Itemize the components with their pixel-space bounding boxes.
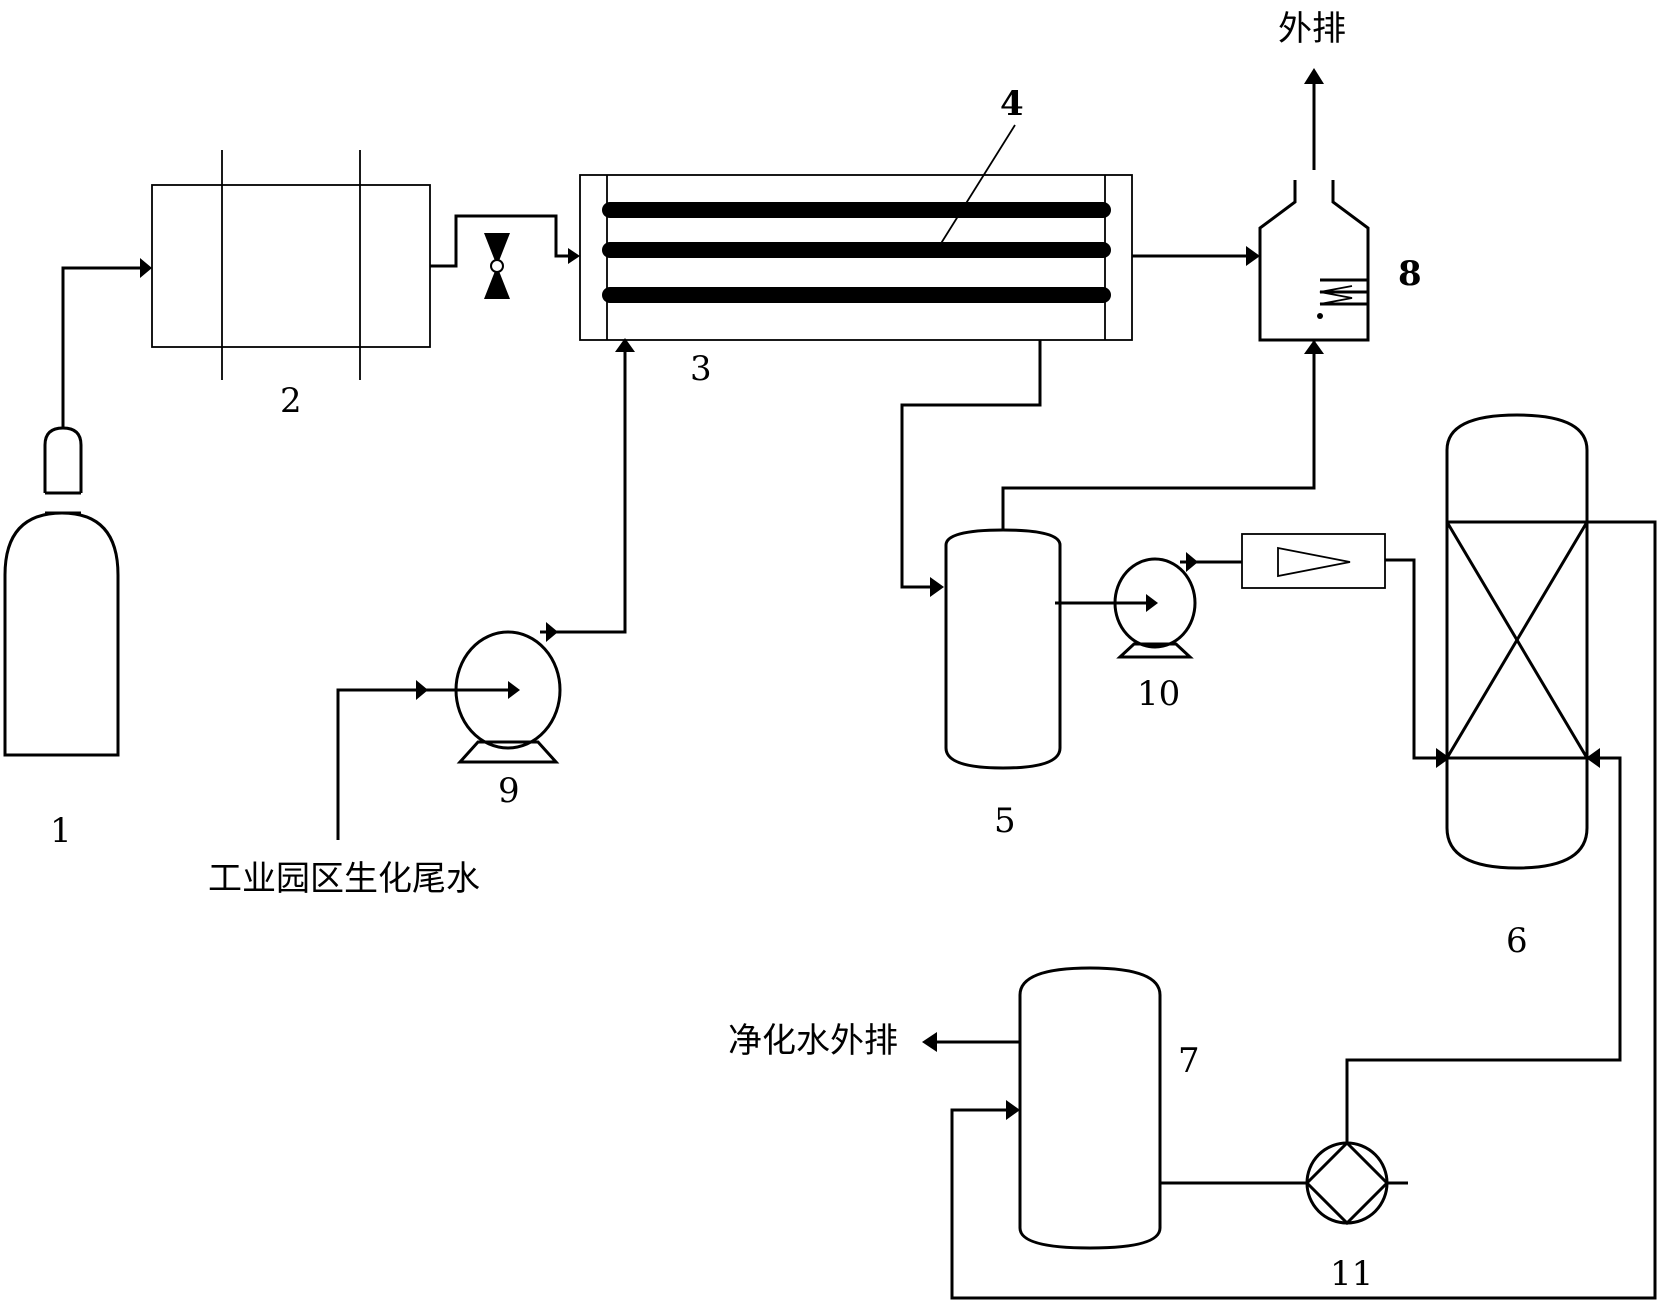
label-1: 1 [50, 811, 72, 851]
pipe-reactor3-to-unit8 [1132, 246, 1260, 266]
label-11: 11 [1330, 1254, 1373, 1294]
label-10: 10 [1137, 674, 1180, 714]
pipe-pump9-to-reactor3 [540, 338, 635, 642]
pipe-column6-to-tank7 [950, 520, 1657, 1300]
tube-reactor-3 [579, 174, 1133, 341]
purified-water-label: 净化水外排 [728, 1021, 898, 1061]
inlet-water-label: 工业园区生化尾水 [208, 859, 480, 899]
exhaust-label: 外排 [1278, 9, 1346, 49]
pipe-tank5-to-pump10 [1055, 594, 1158, 612]
gas-cylinder [3, 426, 120, 757]
label-8: 8 [1398, 254, 1422, 294]
pipe-cylinder-to-unit2 [61, 258, 152, 428]
pipe-purified-water-out [922, 1032, 1020, 1052]
pipe-tank5-to-unit8 [1001, 340, 1324, 530]
label-5: 5 [994, 801, 1016, 841]
pipe-pump10-to-column6 [1180, 552, 1450, 768]
tank-5 [944, 528, 1062, 770]
pump-9 [454, 630, 562, 764]
pipe-unit2-to-reactor3 [430, 214, 580, 268]
heat-exchanger-11 [1304, 1140, 1390, 1226]
leader-line-4 [939, 124, 1016, 246]
label-3: 3 [690, 349, 712, 389]
label-4: 4 [1000, 84, 1024, 124]
label-2: 2 [280, 381, 302, 421]
ejector-icon [1241, 533, 1386, 589]
packed-column-6 [1445, 413, 1589, 870]
pump-10 [1113, 557, 1197, 659]
label-9: 9 [498, 771, 520, 811]
exhaust-arrow [1304, 68, 1324, 170]
label-7: 7 [1178, 1041, 1200, 1081]
label-6: 6 [1506, 921, 1528, 961]
unit-8-separator [1258, 180, 1370, 342]
pipe-exchanger11-to-column6 [1345, 748, 1622, 1143]
pipe-inlet-to-pump9 [336, 680, 460, 840]
pipe-reactor3-to-tank5 [900, 340, 1042, 597]
tank-7 [1018, 966, 1162, 1250]
valve-icon [484, 233, 510, 299]
unit-2-box [151, 150, 431, 380]
